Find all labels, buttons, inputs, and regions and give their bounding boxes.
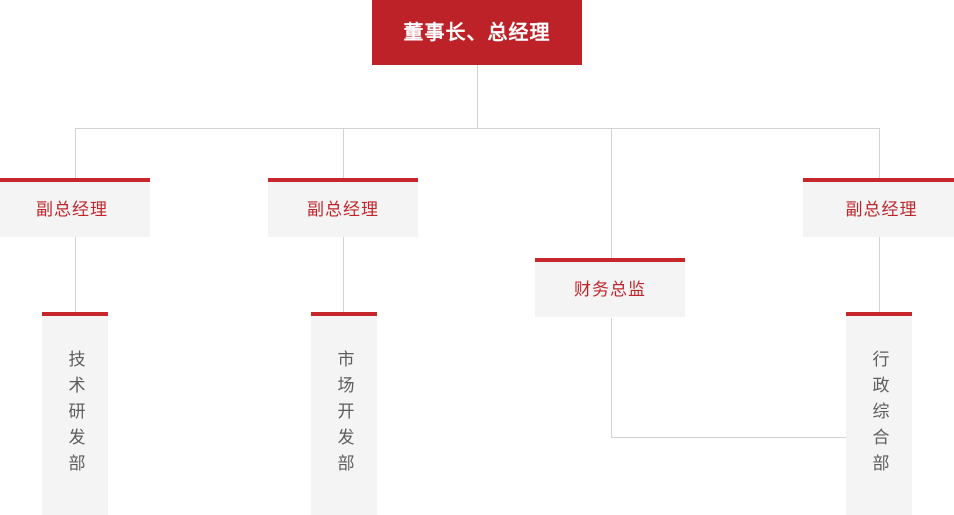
node-dept-admin-label: 行政综合部 xyxy=(869,350,889,480)
node-dept-admin[interactable]: 行政综合部 xyxy=(846,312,912,515)
node-chairman-label: 董事长、总经理 xyxy=(403,21,551,44)
node-vp-2[interactable]: 副总经理 xyxy=(268,178,418,237)
node-cfo-label: 财务总监 xyxy=(574,280,646,299)
connector-chairman-stem xyxy=(477,65,478,128)
connector-vp-1-to-dept-rd xyxy=(75,237,76,312)
connector-level2-bar xyxy=(75,128,880,129)
connector-cfo-elbow-horizontal xyxy=(611,437,848,438)
node-dept-market-label: 市场开发部 xyxy=(334,350,354,480)
node-vp-3[interactable]: 副总经理 xyxy=(803,178,954,237)
node-vp-1-label: 副总经理 xyxy=(36,200,108,219)
connector-drop-vp-3 xyxy=(879,128,880,178)
node-cfo[interactable]: 财务总监 xyxy=(535,258,685,317)
connector-drop-cfo xyxy=(611,128,612,258)
node-vp-1[interactable]: 副总经理 xyxy=(0,178,150,237)
node-dept-market[interactable]: 市场开发部 xyxy=(311,312,377,515)
connector-drop-vp-1 xyxy=(75,128,76,178)
node-vp-2-label: 副总经理 xyxy=(307,200,379,219)
connector-vp-3-to-dept-admin xyxy=(879,237,880,312)
node-dept-rd[interactable]: 技术研发部 xyxy=(42,312,108,515)
node-chairman[interactable]: 董事长、总经理 xyxy=(372,0,582,65)
connector-vp-2-to-dept-market xyxy=(343,237,344,312)
connector-cfo-elbow-vertical xyxy=(611,318,612,437)
node-vp-3-label: 副总经理 xyxy=(845,200,918,219)
node-dept-rd-label: 技术研发部 xyxy=(65,350,85,480)
connector-drop-vp-2 xyxy=(343,128,344,178)
